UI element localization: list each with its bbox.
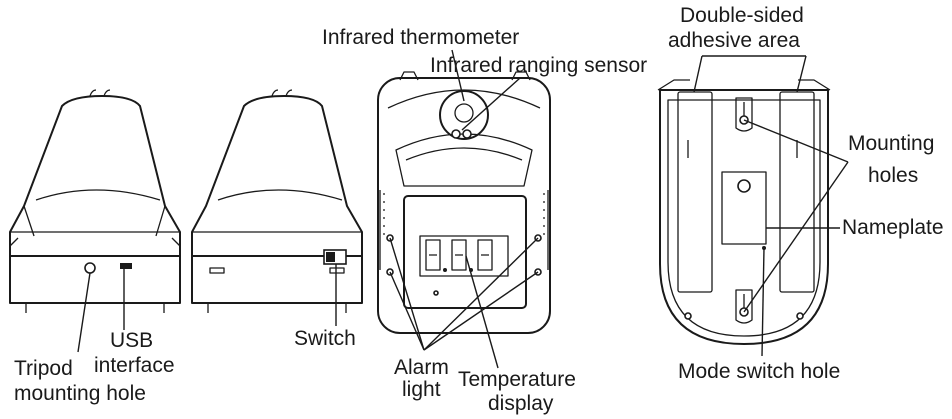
label-mounting-holes-1: Mounting <box>848 132 934 155</box>
label-mode-switch-hole: Mode switch hole <box>678 360 840 383</box>
label-tripod-hole-2: mounting hole <box>14 382 146 405</box>
label-infrared-ranging: Infrared ranging sensor <box>430 54 647 77</box>
label-usb-2: interface <box>94 354 175 377</box>
leader-lines <box>77 49 849 369</box>
mounting-hole-top <box>735 97 753 132</box>
label-adhesive-2: adhesive area <box>668 29 800 52</box>
label-alarm-light-2: light <box>402 378 441 401</box>
usb-port <box>120 263 132 269</box>
label-infrared-thermometer: Infrared thermometer <box>322 26 519 49</box>
label-switch: Switch <box>294 327 356 350</box>
device-side-view-ports <box>9 89 181 313</box>
device-front-view <box>377 71 551 334</box>
label-nameplate: Nameplate <box>842 216 944 239</box>
temperature-digits <box>425 239 493 272</box>
label-tripod-hole-1: Tripod <box>14 357 73 380</box>
mounting-hole-bottom <box>735 289 753 324</box>
label-alarm-light-1: Alarm <box>394 356 449 379</box>
infrared-thermometer <box>439 90 489 140</box>
callout-labels: Tripod mounting hole USB interface Switc… <box>14 4 944 415</box>
device-side-view-switch <box>191 89 363 313</box>
adhesive-area-left <box>677 91 713 293</box>
device-back-view <box>657 79 831 345</box>
label-usb-1: USB <box>110 329 153 352</box>
nameplate <box>721 171 767 245</box>
adhesive-area-right <box>779 91 815 293</box>
ranging-sensor <box>451 129 461 139</box>
label-temperature-display-2: display <box>488 392 554 415</box>
label-mounting-holes-2: holes <box>868 164 918 187</box>
label-temperature-display-1: Temperature <box>458 368 576 391</box>
tripod-mounting-hole <box>84 262 96 274</box>
label-adhesive-1: Double-sided <box>680 4 804 27</box>
